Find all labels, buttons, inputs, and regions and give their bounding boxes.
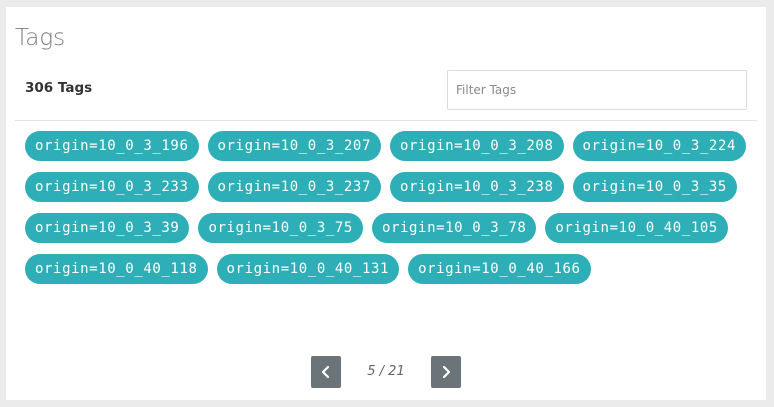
previous-page-button[interactable] [311, 356, 341, 388]
tag-chip[interactable]: origin=10_0_3_233 [25, 172, 199, 202]
tag-chip[interactable]: origin=10_0_3_75 [198, 213, 363, 243]
tag-chip[interactable]: origin=10_0_3_224 [572, 131, 746, 161]
tag-chip[interactable]: origin=10_0_3_78 [371, 213, 537, 243]
tag-chip[interactable]: origin=10_0_3_237 [207, 172, 381, 202]
tag-chip[interactable]: origin=10_0_3_35 [572, 172, 737, 202]
tag-chip[interactable]: origin=10_0_40_131 [216, 254, 400, 284]
header-divider [15, 120, 757, 121]
tag-chip[interactable]: origin=10_0_3_196 [25, 131, 199, 161]
tag-chip[interactable]: origin=10_0_40_118 [25, 254, 208, 284]
page-indicator: 5 / 21 [367, 364, 405, 379]
tags-panel: Tags 306 Tags origin=10_0_3_196 origin=1… [6, 7, 766, 400]
tag-list: origin=10_0_3_196 origin=10_0_3_207 orig… [25, 131, 760, 284]
chevron-left-icon [321, 365, 330, 379]
tag-chip[interactable]: origin=10_0_3_208 [390, 131, 564, 161]
tag-chip[interactable]: origin=10_0_3_39 [25, 213, 190, 243]
pagination: 5 / 21 [6, 356, 766, 388]
tag-chip[interactable]: origin=10_0_3_207 [207, 131, 381, 161]
chevron-right-icon [442, 365, 451, 379]
tag-count: 306 Tags [25, 80, 93, 96]
next-page-button[interactable] [431, 356, 461, 388]
tag-chip[interactable]: origin=10_0_40_105 [545, 213, 728, 243]
tag-chip[interactable]: origin=10_0_3_238 [390, 172, 564, 202]
filter-tags-input[interactable] [447, 70, 747, 110]
tag-chip[interactable]: origin=10_0_40_166 [408, 254, 591, 284]
panel-title: Tags [15, 25, 66, 51]
